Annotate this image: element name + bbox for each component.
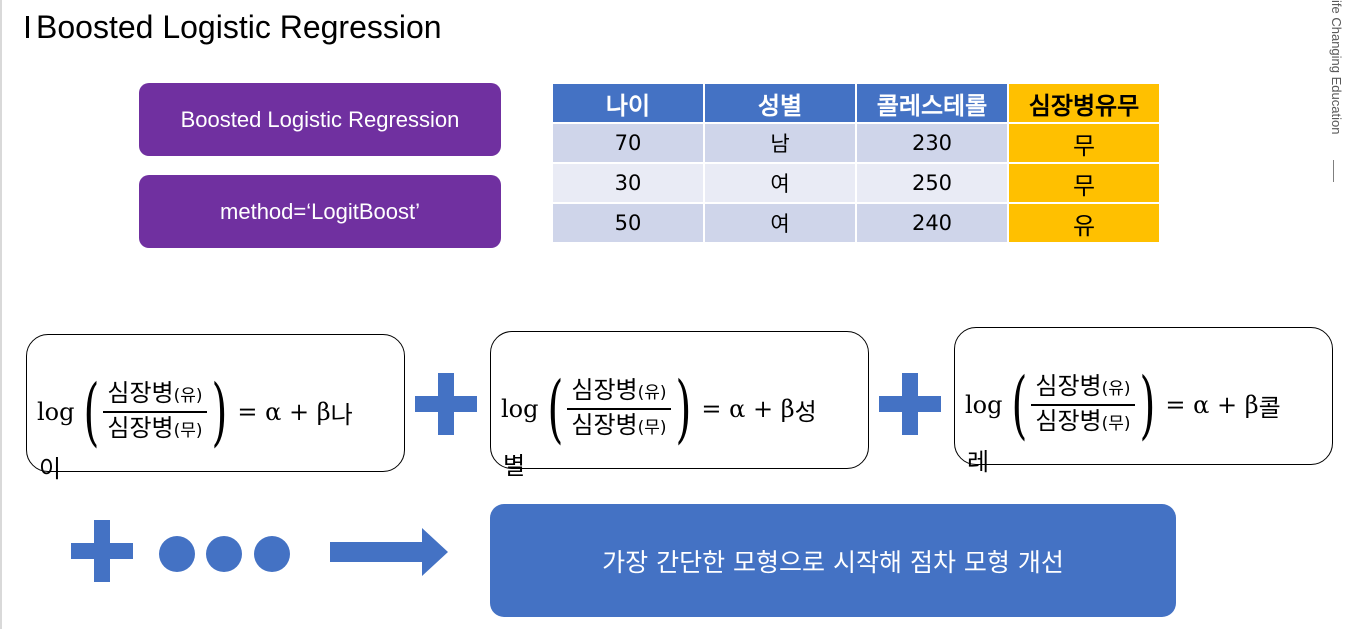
cell-age: 30 [551, 162, 705, 204]
fraction-numerator: 심장병(유) [571, 376, 667, 405]
cell-heart-disease: 무 [1007, 162, 1161, 204]
table-row: 30 여 250 무 [551, 162, 1161, 204]
model-name-button[interactable]: Boosted Logistic Regression [139, 83, 501, 156]
title-marker [26, 16, 29, 38]
equation-rhs: = α + β [1165, 391, 1259, 419]
page-title: Boosted Logistic Regression [36, 9, 442, 45]
left-border [0, 0, 2, 629]
fraction-numerator: 심장병(유) [107, 379, 203, 408]
log-label: log [501, 395, 539, 423]
term-variable-bottom: 이 [39, 455, 62, 483]
equation-box-cholesterol: log ( 심장병(유) 심장병(무) ) = α + β 콜 레 [954, 327, 1333, 476]
fraction-bar [103, 411, 207, 413]
arrow-right-icon [330, 528, 448, 576]
fraction-denominator: 심장병(무) [1035, 406, 1131, 435]
cell-age: 70 [551, 122, 705, 164]
left-paren: ( [546, 366, 563, 452]
table-row: 50 여 240 유 [551, 202, 1161, 244]
logit-equation: log ( 심장병(유) 심장병(무) ) = α + β 나 [37, 375, 353, 449]
odds-fraction: 심장병(유) 심장병(무) [1031, 371, 1135, 439]
equation-rhs: = α + β [237, 398, 331, 426]
cell-cholesterol: 240 [855, 202, 1009, 244]
plus-icon [879, 373, 941, 435]
logit-equation: log ( 심장병(유) 심장병(무) ) = α + β 콜 [965, 368, 1281, 442]
cell-heart-disease: 무 [1007, 122, 1161, 164]
fraction-bar [1031, 404, 1135, 406]
table-header-row: 나이 성별 콜레스테롤 심장병유무 [551, 82, 1161, 124]
logit-equation: log ( 심장병(유) 심장병(무) ) = α + β 성 [501, 372, 817, 446]
cell-cholesterol: 230 [855, 122, 1009, 164]
cell-cholesterol: 250 [855, 162, 1009, 204]
header-age: 나이 [551, 82, 705, 124]
equation-box-age: log ( 심장병(유) 심장병(무) ) = α + β 나 이 [26, 334, 405, 483]
term-variable-top: 콜 [1258, 393, 1281, 422]
header-cholesterol: 콜레스테롤 [855, 82, 1009, 124]
cell-age: 50 [551, 202, 705, 244]
right-paren: ) [211, 369, 227, 455]
side-caption: ife Changing Education [1329, 0, 1344, 135]
left-paren: ( [1010, 362, 1027, 448]
left-paren: ( [82, 369, 99, 455]
sample-data-table: 나이 성별 콜레스테롤 심장병유무 70 남 230 무 30 여 250 무 … [551, 82, 1161, 244]
side-caption-rule [1333, 160, 1334, 182]
term-variable-top: 나 [330, 400, 353, 429]
odds-fraction: 심장병(유) 심장병(무) [103, 378, 207, 446]
cell-heart-disease: 유 [1007, 202, 1161, 244]
cell-sex: 여 [703, 202, 857, 244]
plus-icon [415, 373, 477, 435]
ellipsis-dot-icon [254, 536, 290, 572]
equation-rhs: = α + β [701, 395, 795, 423]
table-row: 70 남 230 무 [551, 122, 1161, 164]
log-label: log [965, 391, 1003, 419]
header-sex: 성별 [703, 82, 857, 124]
right-paren: ) [675, 366, 691, 452]
fraction-bar [567, 408, 671, 410]
odds-fraction: 심장병(유) 심장병(무) [567, 375, 671, 443]
cell-sex: 여 [703, 162, 857, 204]
cell-sex: 남 [703, 122, 857, 164]
header-heart-disease: 심장병유무 [1007, 82, 1161, 124]
term-variable-top: 성 [794, 397, 817, 426]
log-label: log [37, 398, 75, 426]
ellipsis-dot-icon [159, 536, 195, 572]
right-paren: ) [1139, 362, 1155, 448]
method-button[interactable]: method=‘LogitBoost’ [139, 175, 501, 248]
fraction-denominator: 심장병(무) [571, 410, 667, 439]
conclusion-box: 가장 간단한 모형으로 시작해 점차 모형 개선 [490, 504, 1176, 617]
term-variable-bottom: 별 [503, 452, 526, 480]
equation-box-sex: log ( 심장병(유) 심장병(무) ) = α + β 성 별 [490, 331, 869, 480]
ellipsis-dot-icon [206, 536, 242, 572]
term-variable-bottom: 레 [967, 448, 990, 476]
fraction-numerator: 심장병(유) [1035, 372, 1131, 401]
plus-icon [71, 520, 133, 582]
fraction-denominator: 심장병(무) [107, 413, 203, 442]
